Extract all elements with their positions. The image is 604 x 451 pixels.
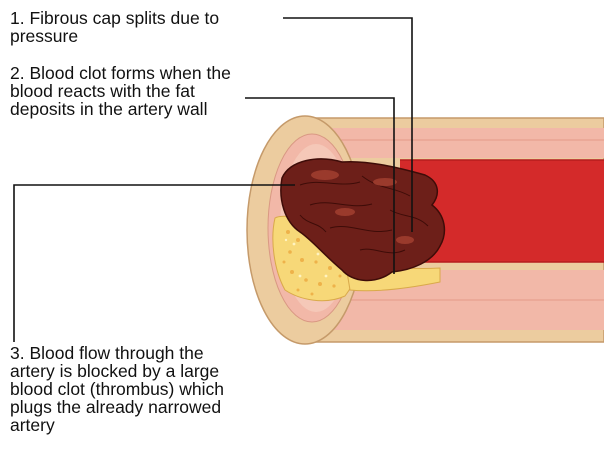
label-step-2-line-3: deposits in the artery wall <box>10 99 207 119</box>
label-step-3: 3. Blood flow through the artery is bloc… <box>10 344 224 434</box>
label-step-2-line-1: 2. Blood clot forms when the <box>10 63 231 83</box>
artery-inner-wall-top <box>330 128 604 158</box>
label-step-1-line-1: 1. Fibrous cap splits due to <box>10 8 219 28</box>
label-step-1-line-2: pressure <box>10 26 78 46</box>
label-step-2-line-2: blood reacts with the fat <box>10 81 195 101</box>
label-step-3-line-5: artery <box>10 415 55 435</box>
label-step-3-line-4: plugs the already narrowed <box>10 397 221 417</box>
label-step-3-line-2: artery is blocked by a large <box>10 361 219 381</box>
label-step-3-line-3: blood clot (thrombus) which <box>10 379 224 399</box>
label-step-3-line-1: 3. Blood flow through the <box>10 343 204 363</box>
label-step-1: 1. Fibrous cap splits due to pressure <box>10 9 219 45</box>
label-step-2: 2. Blood clot forms when the blood react… <box>10 64 231 118</box>
